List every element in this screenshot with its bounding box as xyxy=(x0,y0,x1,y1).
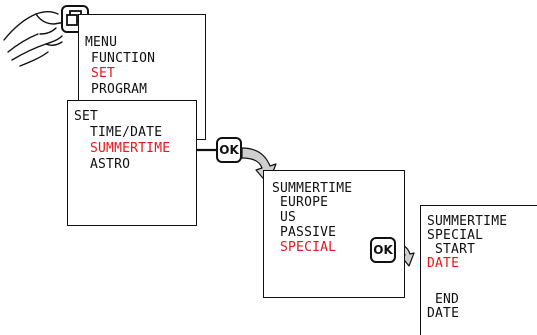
special-screen: SUMMERTIME SPECIAL START DATE END DATE xyxy=(420,205,537,335)
summertime-screen: SUMMERTIME EUROPE US PASSIVE SPECIAL xyxy=(263,170,405,298)
hand-pressing-icon xyxy=(3,11,67,67)
special-item-end: END xyxy=(435,292,460,307)
menu-item-program: PROGRAM xyxy=(91,82,148,97)
ok-button-2[interactable]: OK xyxy=(370,237,396,263)
set-item-summertime: SUMMERTIME xyxy=(90,141,171,156)
menu-item-menu: MENU xyxy=(85,35,118,50)
set-item-time-date: TIME/DATE xyxy=(90,125,163,140)
menu-item-set: SET xyxy=(91,66,116,81)
menu-item-function: FUNCTION xyxy=(91,51,156,66)
summertime-item-europe: EUROPE xyxy=(280,195,329,210)
summertime-item-us: US xyxy=(280,210,297,225)
summertime-item-special: SPECIAL xyxy=(280,240,337,255)
summertime-item-title: SUMMERTIME xyxy=(272,181,353,196)
set-item-set: SET xyxy=(74,109,99,124)
ok-button[interactable]: OK xyxy=(216,137,242,163)
summertime-item-passive: PASSIVE xyxy=(280,225,337,240)
special-item-start-date: DATE xyxy=(427,256,460,271)
set-item-astro: ASTRO xyxy=(90,157,131,172)
special-item-start: START xyxy=(435,242,476,257)
special-item-special: SPECIAL xyxy=(427,228,484,243)
special-item-title: SUMMERTIME xyxy=(427,214,508,229)
special-item-end-date: DATE xyxy=(427,306,460,321)
set-screen: SET TIME/DATE SUMMERTIME ASTRO xyxy=(67,100,197,226)
